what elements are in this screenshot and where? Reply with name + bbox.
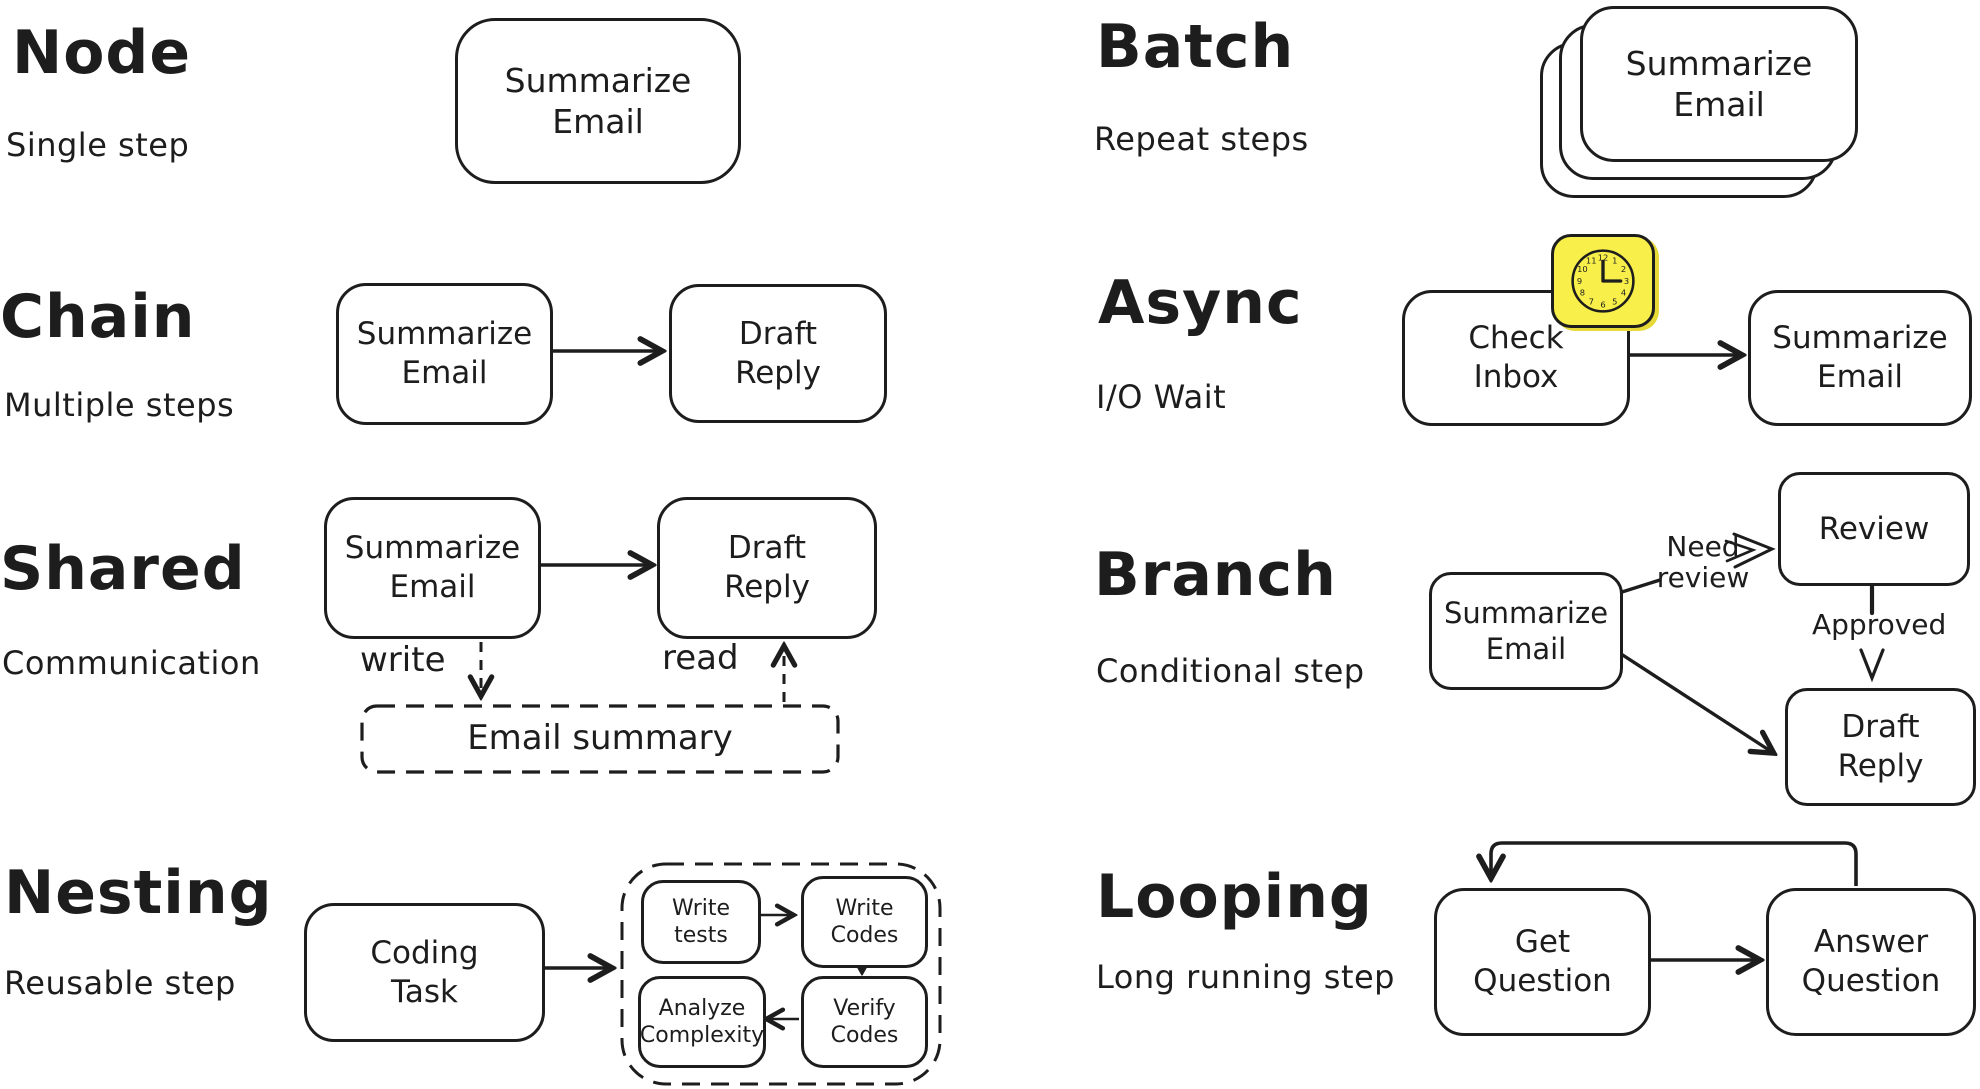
section-subtitle-chain: Multiple steps [4, 386, 235, 424]
section-title-chain: Chain [0, 282, 196, 352]
svg-text:5: 5 [1612, 297, 1617, 307]
section-subtitle-shared: Communication [2, 644, 261, 682]
arrow-looping-loopback [1491, 841, 1858, 886]
section-title-branch: Branch [1094, 540, 1337, 610]
branch-step-summarize-email: Summarize Email [1429, 572, 1623, 690]
branch-approved-label: Approved [1812, 608, 1947, 641]
nesting-step-write-tests: Write tests [641, 880, 761, 964]
clock-icon: 12 1 2 3 4 5 6 7 8 9 10 11 [1551, 234, 1655, 328]
arrow-branch-summarize-to-draft [1617, 650, 1772, 752]
section-subtitle-batch: Repeat steps [1094, 120, 1309, 158]
section-subtitle-branch: Conditional step [1096, 652, 1365, 690]
nesting-step-analyze-complexity: Analyze Complexity [638, 976, 766, 1068]
async-step-summarize-email: Summarize Email [1748, 290, 1972, 426]
svg-text:3: 3 [1624, 276, 1629, 286]
looping-step-answer-question: Answer Question [1766, 888, 1976, 1036]
section-title-node: Node [12, 18, 192, 88]
shared-read-label: read [662, 638, 739, 678]
section-title-nesting: Nesting [4, 858, 273, 928]
section-subtitle-nesting: Reusable step [4, 964, 236, 1002]
shared-write-label: write [360, 640, 446, 680]
svg-text:2: 2 [1621, 264, 1626, 274]
svg-text:10: 10 [1577, 264, 1588, 274]
shared-step-summarize-email: Summarize Email [324, 497, 541, 639]
section-title-async: Async [1098, 268, 1303, 338]
section-subtitle-node: Single step [6, 126, 190, 164]
branch-step-review: Review [1778, 472, 1970, 586]
chain-step-summarize-email: Summarize Email [336, 283, 553, 425]
clock-face: 12 1 2 3 4 5 6 7 8 9 10 11 [1571, 249, 1635, 313]
section-title-looping: Looping [1096, 862, 1373, 932]
shared-step-draft-reply: Draft Reply [657, 497, 877, 639]
svg-text:9: 9 [1577, 276, 1582, 286]
svg-text:12: 12 [1598, 252, 1609, 262]
svg-text:11: 11 [1586, 255, 1597, 265]
section-subtitle-async: I/O Wait [1096, 378, 1227, 416]
looping-step-get-question: Get Question [1434, 888, 1651, 1036]
svg-text:8: 8 [1580, 288, 1585, 298]
svg-text:6: 6 [1600, 299, 1605, 309]
clock-hands [1601, 259, 1623, 283]
branch-step-draft-reply: Draft Reply [1785, 688, 1976, 806]
nesting-step-coding-task: Coding Task [304, 903, 545, 1042]
node-step-summarize-email: Summarize Email [455, 18, 741, 184]
svg-text:1: 1 [1612, 255, 1617, 265]
section-title-batch: Batch [1096, 12, 1295, 82]
svg-text:7: 7 [1589, 297, 1594, 307]
nesting-step-verify-codes: Verify Codes [801, 976, 928, 1068]
shared-store-email-summary: Email summary [467, 718, 733, 759]
svg-text:4: 4 [1621, 288, 1626, 298]
batch-step-summarize-email: Summarize Email [1580, 6, 1858, 162]
chain-step-draft-reply: Draft Reply [669, 284, 887, 423]
section-title-shared: Shared [0, 534, 246, 604]
nesting-step-write-codes: Write Codes [801, 876, 928, 968]
branch-need-review-label: Need review [1656, 530, 1750, 594]
section-subtitle-looping: Long running step [1096, 958, 1395, 996]
arrow-branch-approved-head [1859, 648, 1885, 683]
